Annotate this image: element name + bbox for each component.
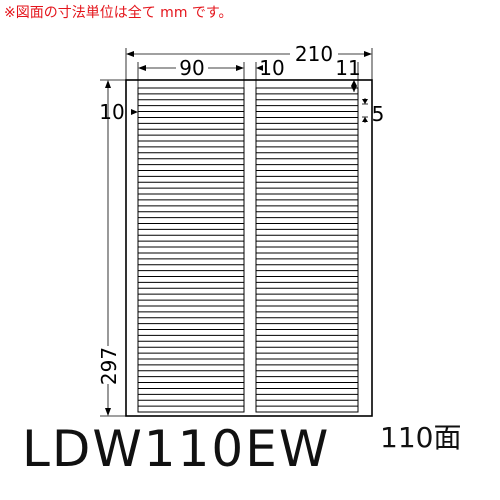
product-code: LDW110EW xyxy=(22,420,331,478)
label-count: 110面 xyxy=(380,421,462,454)
label-column-outline xyxy=(255,87,359,413)
sheet-outline xyxy=(125,79,373,417)
sheet-width-label: 210 xyxy=(295,42,333,66)
dimension-column-gap: 10 xyxy=(256,56,285,80)
dimension-label-width: 90 xyxy=(138,56,244,80)
label-width-label: 90 xyxy=(179,56,204,80)
row-pitch-label: 5 xyxy=(372,102,385,126)
dimension-side-margin: 10 xyxy=(99,100,139,124)
top-margin-label: 11 xyxy=(335,56,360,80)
label-column-left xyxy=(137,87,245,413)
dimension-sheet-height: 297 xyxy=(97,80,121,416)
extension-lines xyxy=(100,48,373,417)
dimension-top-margin: 11 xyxy=(335,56,361,92)
side-margin-label: 10 xyxy=(99,100,124,124)
sheet-height-label: 297 xyxy=(97,347,121,385)
column-gap-label: 10 xyxy=(259,56,284,80)
label-column-outline xyxy=(137,87,245,413)
label-column-right xyxy=(255,87,359,413)
dimension-row-pitch: 5 xyxy=(362,98,384,126)
dimension-sheet-width: 210 xyxy=(126,42,372,66)
units-note: ※図面の寸法単位は全て mm です。 xyxy=(4,5,233,21)
